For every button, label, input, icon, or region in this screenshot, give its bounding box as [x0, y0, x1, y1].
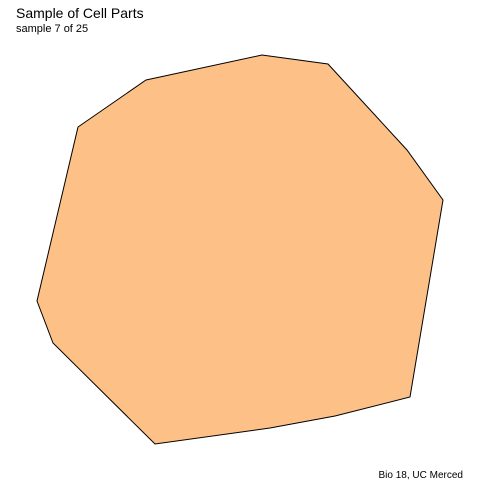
credit-caption: Bio 18, UC Merced — [378, 470, 463, 481]
cell-part-shape — [36, 54, 444, 445]
page-title: Sample of Cell Parts — [16, 5, 144, 21]
page-subtitle: sample 7 of 25 — [16, 23, 89, 35]
